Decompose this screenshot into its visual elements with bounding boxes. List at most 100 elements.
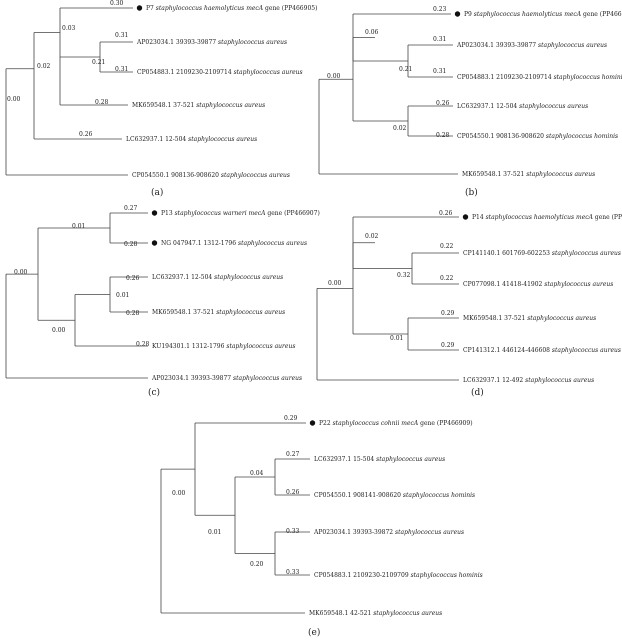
branch-length-label: 0.21: [92, 59, 105, 66]
branch-length-label: 0.00: [14, 269, 28, 276]
leaf-gene-accession: gene (PP466907): [267, 210, 319, 217]
leaf-label: CP054550.1 908136-908620 staphylococcus …: [132, 172, 290, 179]
leaf-gene: mecA: [249, 210, 267, 217]
branch-length-label: 0.00: [7, 96, 21, 103]
leaf-label: AP023034.1 39393-39877 staphylococcus au…: [456, 42, 607, 49]
leaf-accession: CP054883.1 2109230-2109709: [314, 572, 409, 579]
leaf-species: staphylococcus aureus: [519, 103, 588, 110]
query-marker-icon: [309, 420, 316, 426]
leaf-accession: CP054550.1 908141-908620: [314, 492, 401, 499]
leaf-species: staphylococcus aureus: [526, 171, 595, 178]
branch-length-label: 0.22: [440, 275, 454, 282]
branch-length-label: 0.00: [328, 280, 342, 287]
query-marker-icon: [151, 210, 158, 216]
branch-length-label: 0.03: [62, 25, 76, 32]
leaf-species: staphylococcus aureus: [527, 315, 596, 322]
leaf-species: staphylococcus aureus: [214, 274, 283, 281]
leaf-gene-accession: gene (PP466908): [595, 214, 622, 221]
leaf-label: MK659548.1 37-521 staphylococcus aureus: [152, 309, 285, 316]
leaf-species: staphylococcus aureus: [233, 375, 302, 382]
leaf-species: staphylococcus hominis: [411, 572, 483, 579]
tree-panel-d: 0.000.020.320.010.260.220.220.290.29P14 …: [316, 210, 622, 398]
leaf-gene: mecA: [576, 214, 594, 221]
branch-length-label: 0.21: [399, 66, 412, 73]
leaf-accession: P14: [472, 214, 484, 221]
leaf-species: staphylococcus warneri: [175, 210, 247, 217]
branch-length-label: 0.01: [72, 223, 85, 230]
leaf-label: P14 staphylococcus haemolyticus mecA gen…: [472, 214, 622, 221]
branch-length-label: 0.28: [126, 310, 140, 317]
leaf-accession: NG 047947.1 1312-1796: [161, 240, 236, 247]
leaf-label: AP023034.1 39393-39877 staphylococcus au…: [151, 375, 302, 382]
tree-panel-e: 0.000.010.040.200.290.270.260.330.33P22 …: [160, 415, 483, 638]
branch-length-label: 0.28: [124, 241, 138, 248]
leaf-label: P9 staphylococcus haemolyticus mecA gene…: [464, 11, 622, 18]
leaf-species: staphylococcus hominis: [554, 74, 622, 81]
leaf-accession: LC632937.1 12-504: [457, 103, 517, 110]
tree-panel-c: 0.000.010.000.010.270.280.260.280.28P13 …: [5, 205, 320, 398]
branch-length-label: 0.31: [433, 36, 446, 43]
leaf-species: staphylococcus aureus: [552, 250, 621, 257]
leaf-species: staphylococcus hominis: [403, 492, 475, 499]
branch-length-label: 0.31: [433, 68, 446, 75]
panel-label: (a): [151, 187, 163, 198]
branch-length-label: 0.28: [95, 99, 109, 106]
branch-length-label: 0.02: [393, 125, 407, 132]
leaf-label: LC632937.1 12-504 staphylococcus aureus: [457, 103, 588, 110]
branch-length-label: 0.04: [250, 470, 264, 477]
branch-length-label: 0.01: [390, 335, 403, 342]
leaf-accession: AP023034.1 39393-39877: [151, 375, 231, 382]
branch-length-label: 0.00: [327, 73, 341, 80]
branch-length-label: 0.26: [436, 100, 450, 107]
branch-length-label: 0.32: [397, 272, 411, 279]
leaf-species: staphylococcus aureus: [218, 39, 287, 46]
leaf-species: staphylococcus aureus: [234, 69, 303, 76]
leaf-label: LC632937.1 15-504 staphylococcus aureus: [314, 456, 445, 463]
leaf-species: staphylococcus aureus: [373, 610, 442, 617]
leaf-accession: CP054550.1 908136-908620: [457, 133, 544, 140]
leaf-label: CP054883.1 2109230-2109714 staphylococcu…: [457, 74, 622, 81]
leaf-accession: LC632937.1 15-504: [314, 456, 374, 463]
leaf-accession: CP054550.1 908136-908620: [132, 172, 219, 179]
leaf-accession: P13: [161, 210, 173, 217]
leaf-species: staphylococcus aureus: [226, 343, 295, 350]
leaf-species: staphylococcus hominis: [546, 133, 618, 140]
query-marker-icon: [462, 214, 469, 220]
branch-length-label: 0.28: [436, 132, 450, 139]
leaf-accession: MK659548.1 37-521: [462, 171, 524, 178]
leaf-accession: AP023034.1 39393-39872: [313, 529, 393, 536]
branch-length-label: 0.33: [286, 569, 300, 576]
leaf-accession: CP077098.1 41418-41902: [463, 281, 543, 288]
leaf-label: MK659548.1 42-521 staphylococcus aureus: [309, 610, 442, 617]
leaf-label: P13 staphylococcus warneri mecA gene (PP…: [161, 210, 320, 217]
leaf-species: staphylococcus aureus: [538, 42, 607, 49]
branch-length-label: 0.29: [284, 415, 298, 422]
leaf-species: staphylococcus aureus: [196, 102, 265, 109]
leaf-species: staphylococcus aureus: [395, 529, 464, 536]
leaf-species: staphylococcus haemolyticus: [156, 5, 244, 12]
branch-length-label: 0.00: [52, 327, 66, 334]
leaf-accession: CP054883.1 2109230-2109714: [457, 74, 552, 81]
leaf-gene-accession: gene (PP466909): [420, 420, 472, 427]
branch-length-label: 0.01: [208, 529, 221, 536]
leaf-label: P22 staphylococcus cohnii mecA gene (PP4…: [319, 420, 473, 427]
leaf-species: staphylococcus aureus: [544, 281, 613, 288]
query-marker-icon: [136, 5, 143, 11]
branch-length-label: 0.20: [250, 561, 264, 568]
leaf-species: staphylococcus aureus: [221, 172, 290, 179]
branch-length-label: 0.27: [286, 451, 300, 458]
branch-length-label: 0.00: [172, 490, 186, 497]
leaf-species: staphylococcus cohnii: [333, 420, 400, 427]
panel-label: (d): [471, 387, 484, 398]
leaf-species: staphylococcus aureus: [376, 456, 445, 463]
leaf-species: staphylococcus haemolyticus: [486, 214, 574, 221]
branch-length-label: 0.26: [126, 275, 140, 282]
branch-length-label: 0.02: [365, 233, 379, 240]
leaf-label: CP077098.1 41418-41902 staphylococcus au…: [463, 281, 613, 288]
leaf-label: CP054550.1 908136-908620 staphylococcus …: [457, 133, 618, 140]
leaf-label: AP023034.1 39393-39877 staphylococcus au…: [136, 39, 287, 46]
branch-length-label: 0.26: [286, 489, 300, 496]
